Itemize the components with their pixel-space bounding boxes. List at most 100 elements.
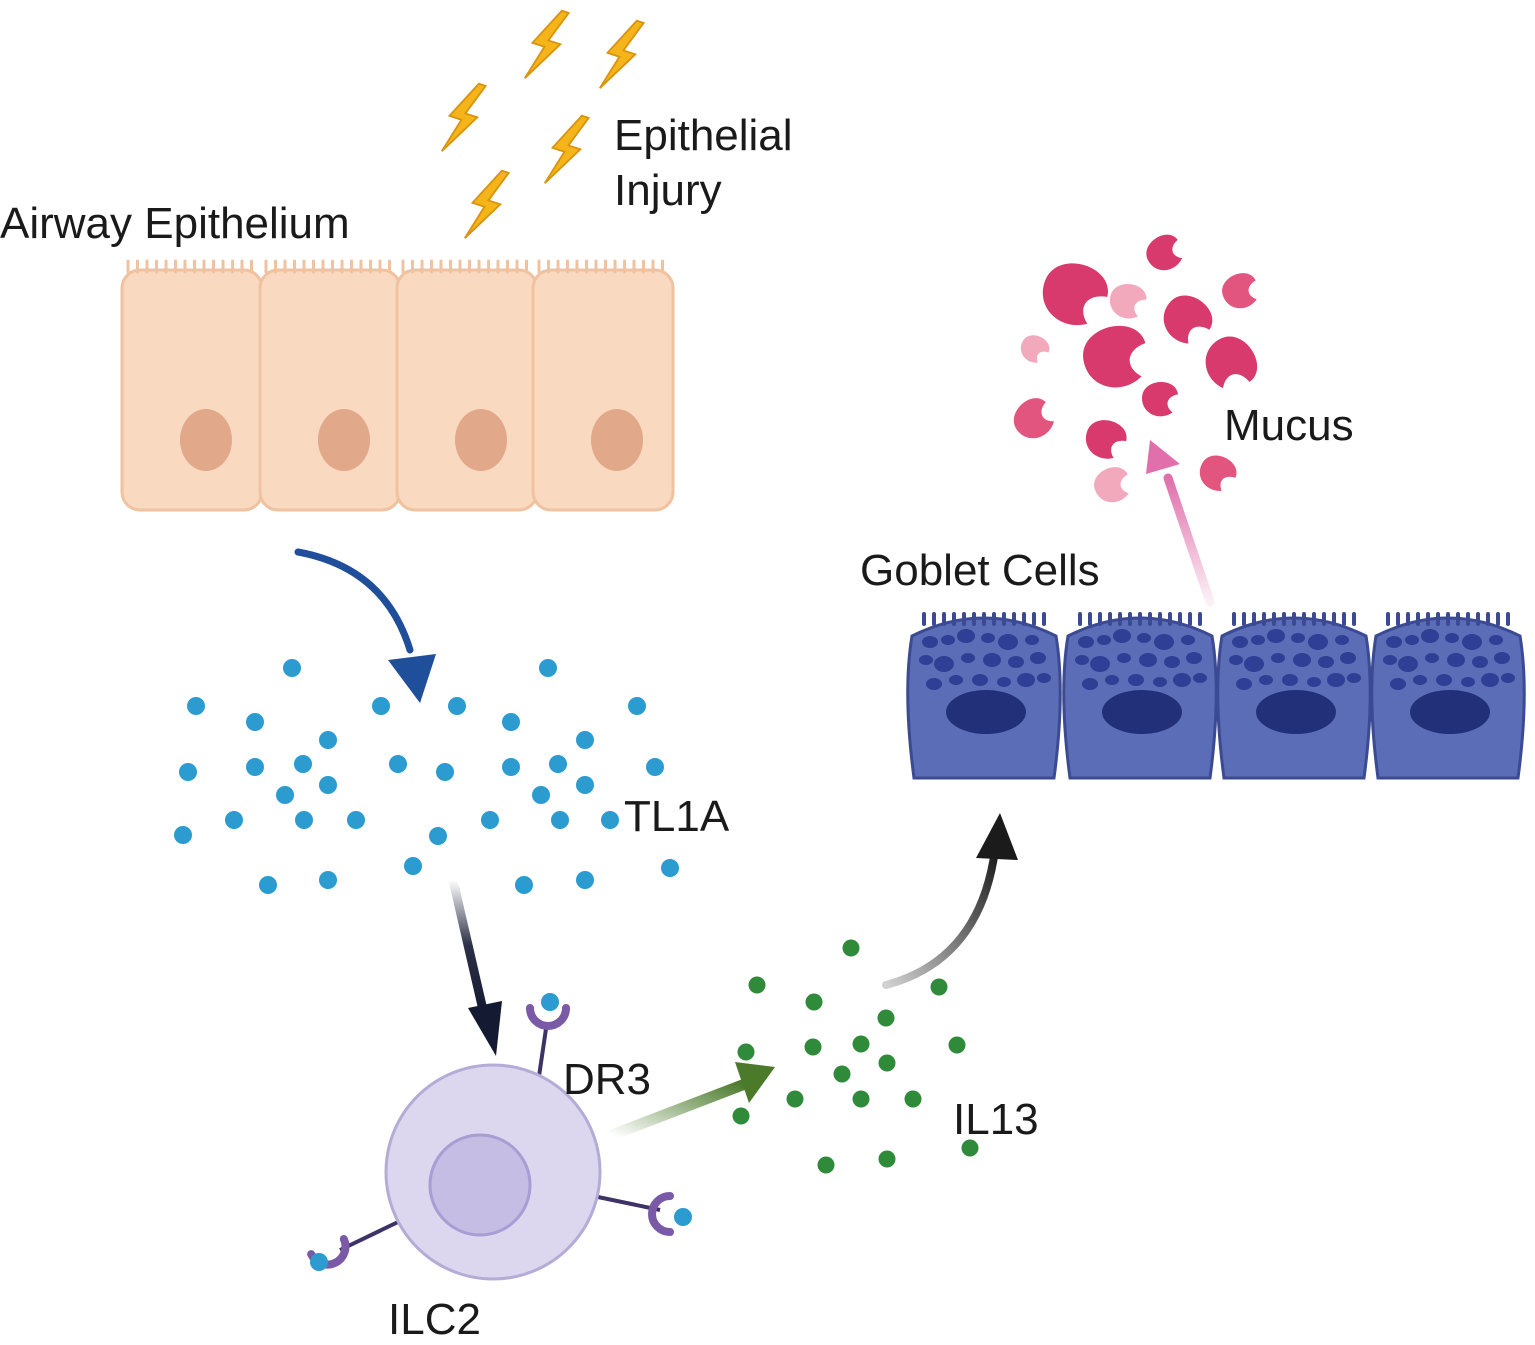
tl1a-dot	[539, 659, 557, 677]
tl1a-dot	[347, 811, 365, 829]
goblet-vesicle	[1090, 656, 1110, 672]
dr3-receptor-right	[648, 1192, 674, 1236]
il13-dot	[852, 1090, 870, 1108]
arrow-il13-to-goblet	[882, 813, 1018, 989]
goblet-vesicle	[1413, 675, 1427, 685]
goblet-vesicle	[1173, 673, 1191, 687]
tl1a-dot	[246, 713, 264, 731]
il13-dot	[842, 939, 860, 957]
tl1a-dot	[295, 811, 313, 829]
tl1a-dot	[283, 659, 301, 677]
label-airway-epithelium: Airway Epithelium	[0, 199, 350, 248]
tl1a-dot	[319, 776, 337, 794]
il13-dot	[877, 1009, 895, 1027]
goblet-vesicle	[1494, 652, 1510, 664]
label-mucus: Mucus	[1224, 401, 1354, 450]
goblet-vesicle	[941, 635, 955, 645]
goblet-vesicle	[1097, 635, 1111, 645]
mucus-particle	[1163, 295, 1213, 344]
lightning-bolt-icon	[598, 19, 646, 89]
goblet-vesicle	[1390, 678, 1406, 690]
goblet-vesicle	[1181, 635, 1195, 645]
goblet-nucleus	[946, 690, 1026, 734]
goblet-vesicle	[1030, 652, 1046, 664]
tl1a-dot	[429, 827, 447, 845]
tl1a-dot	[601, 811, 619, 829]
epithelial-nucleus	[180, 409, 232, 471]
il13-molecules	[732, 939, 979, 1174]
goblet-vesicle	[1186, 652, 1202, 664]
goblet-vesicle	[1139, 653, 1157, 667]
goblet-vesicle	[1335, 635, 1349, 645]
label-epithelial-injury-line2: Injury	[614, 166, 722, 215]
goblet-vesicle	[1347, 673, 1361, 683]
receptor-stalk-left	[339, 1220, 399, 1252]
tl1a-dot	[174, 826, 192, 844]
goblet-vesicle	[1137, 633, 1151, 643]
epithelial-cell	[258, 259, 402, 512]
ilc2-cell	[307, 993, 692, 1281]
tl1a-molecules	[174, 659, 679, 894]
il13-dot	[878, 1054, 896, 1072]
mucus-particle	[1020, 335, 1050, 363]
goblet-cell	[906, 612, 1062, 780]
il13-dot	[930, 978, 948, 996]
tl1a-dot	[179, 763, 197, 781]
mucus-particle	[1013, 398, 1055, 439]
tl1a-dot	[294, 755, 312, 773]
tl1a-dot	[259, 876, 277, 894]
goblet-vesicle	[1008, 656, 1024, 668]
arrow-epithelium-to-tl1a-shaft	[294, 548, 414, 654]
mucus-particle	[1110, 284, 1147, 319]
mucus-particle	[1146, 234, 1183, 271]
ilc2-nucleus	[428, 1133, 532, 1237]
epithelial-nucleus	[318, 409, 370, 471]
tl1a-dot	[448, 697, 466, 715]
goblet-cell	[1370, 612, 1526, 780]
tl1a-dot	[628, 697, 646, 715]
goblet-vesicle	[1037, 673, 1051, 683]
goblet-vesicle	[998, 634, 1018, 650]
tl1a-dot	[532, 786, 550, 804]
goblet-vesicle	[1128, 674, 1144, 686]
mucus-particles	[1013, 234, 1258, 503]
tl1a-bound-right	[674, 1208, 692, 1226]
goblet-vesicle	[1082, 678, 1098, 690]
lightning-bolt-icon	[463, 169, 511, 239]
goblet-vesicle	[1386, 636, 1402, 648]
goblet-vesicle	[1445, 633, 1459, 643]
mucus-particle	[1083, 325, 1146, 388]
goblet-vesicle	[922, 636, 938, 648]
goblet-vesicle	[1489, 635, 1503, 645]
microvilli	[126, 259, 253, 274]
goblet-vesicle	[1271, 653, 1285, 663]
label-tl1a: TL1A	[624, 792, 730, 841]
arrow-ilc2-to-il13-shaft	[606, 1078, 751, 1141]
il13-dot	[804, 1038, 822, 1056]
goblet-vesicle	[1501, 673, 1515, 683]
tl1a-dot	[187, 697, 205, 715]
tl1a-dot	[576, 776, 594, 794]
lightning-bolt-icon	[440, 82, 488, 152]
goblet-vesicle	[1229, 655, 1243, 665]
lightning-bolt-icon	[523, 9, 571, 79]
goblet-vesicle	[1117, 653, 1131, 663]
epithelial-cell-body	[531, 268, 675, 512]
goblet-vesicle	[949, 675, 963, 685]
microvilli	[264, 259, 391, 274]
goblet-vesicle	[1425, 653, 1439, 663]
il13-dot	[732, 1107, 750, 1125]
label-dr3: DR3	[563, 1055, 651, 1104]
goblet-nucleus	[1256, 690, 1336, 734]
arrow-tl1a-to-ilc2-head	[468, 1001, 502, 1056]
goblet-vesicle	[1105, 675, 1119, 685]
goblet-vesicle	[1078, 636, 1094, 648]
goblet-vesicle	[1291, 633, 1305, 643]
airway-epithelium-cells	[120, 259, 675, 512]
mucus-particle	[1199, 455, 1237, 491]
label-goblet-cells: Goblet Cells	[860, 546, 1100, 595]
goblet-surface	[1386, 612, 1510, 626]
tl1a-dot	[319, 871, 337, 889]
goblet-vesicle	[1193, 673, 1207, 683]
